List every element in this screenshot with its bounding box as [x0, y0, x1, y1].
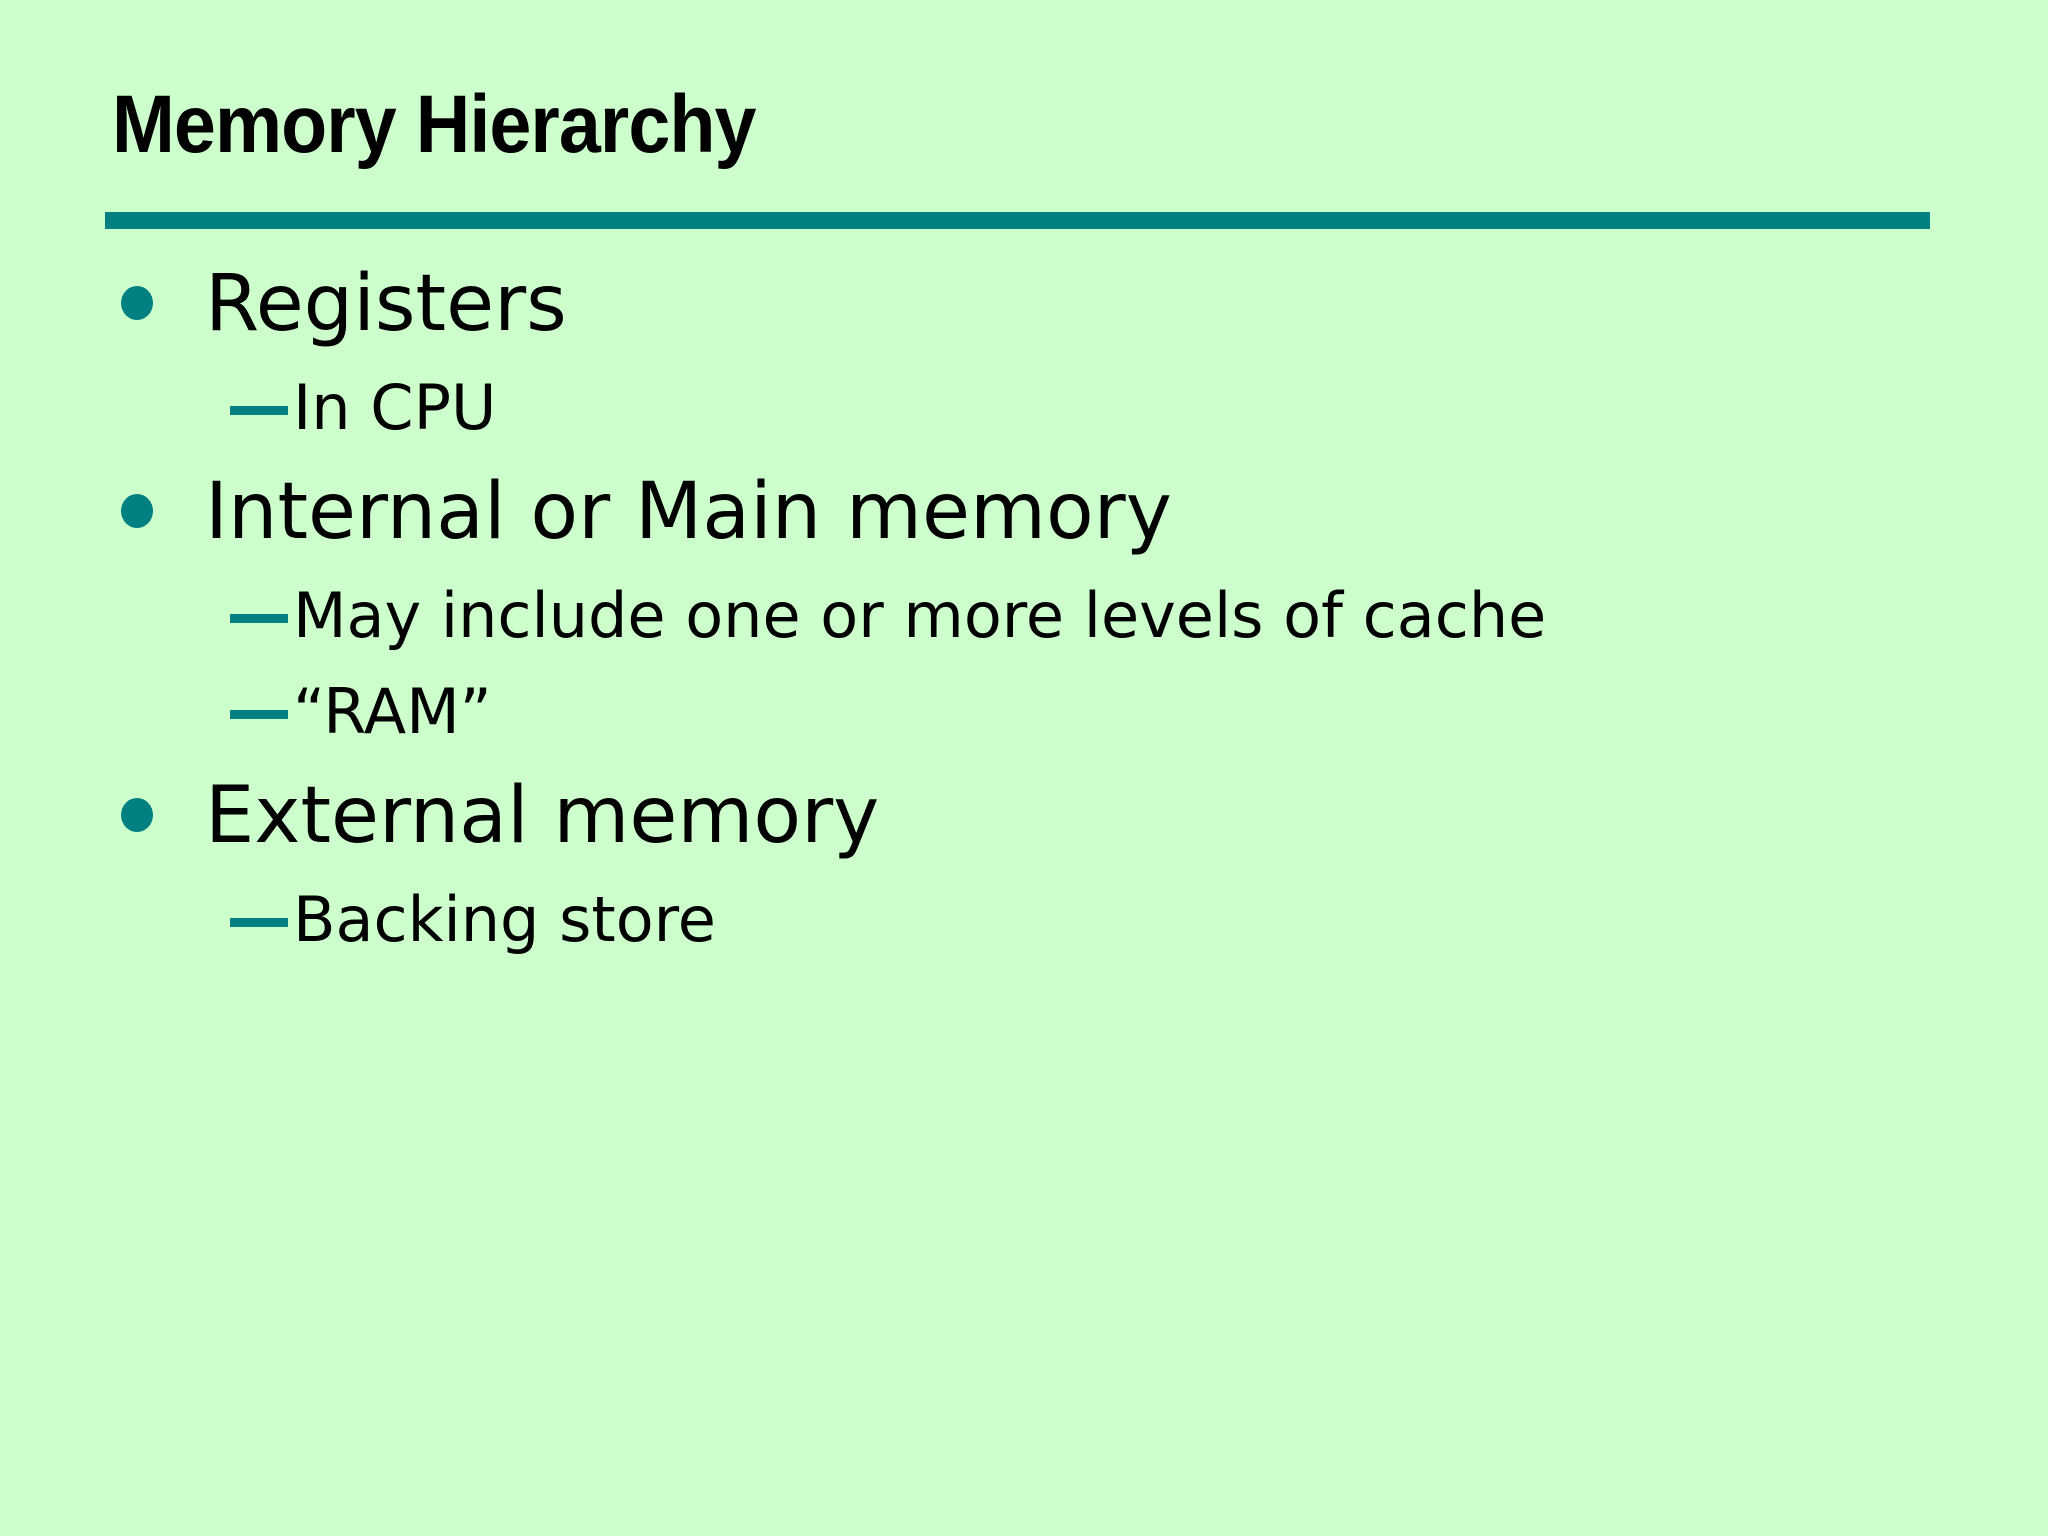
list-item: Internal or Main memory [105, 456, 1988, 568]
sub-list-item-label: Backing store [293, 883, 716, 956]
dash-bullet-icon [230, 710, 288, 719]
circle-bullet-icon [121, 286, 153, 320]
sub-list-item-label: In CPU [293, 371, 497, 444]
dash-bullet-icon [230, 614, 288, 623]
list-item: Registers [105, 248, 1988, 360]
dash-bullet-icon [230, 406, 288, 415]
sub-list-item: In CPU [105, 360, 1988, 456]
slide-body: Registers In CPU Internal or Main memory… [105, 248, 1988, 968]
sub-list-item: May include one or more levels of cache [105, 568, 1988, 664]
title-underline-rule [105, 212, 1930, 229]
dash-bullet-icon [230, 918, 288, 927]
list-item-label: Internal or Main memory [205, 467, 1172, 557]
sub-list-item: “RAM” [105, 664, 1988, 760]
circle-bullet-icon [121, 494, 153, 528]
slide-title: Memory Hierarchy [112, 79, 757, 170]
circle-bullet-icon [121, 798, 153, 832]
list-item-label: External memory [205, 771, 880, 861]
sub-list-item-label: May include one or more levels of cache [293, 579, 1547, 652]
sub-list-item: Backing store [105, 872, 1988, 968]
sub-list-item-label: “RAM” [293, 675, 492, 748]
list-item-label: Registers [205, 259, 567, 349]
list-item: External memory [105, 760, 1988, 872]
